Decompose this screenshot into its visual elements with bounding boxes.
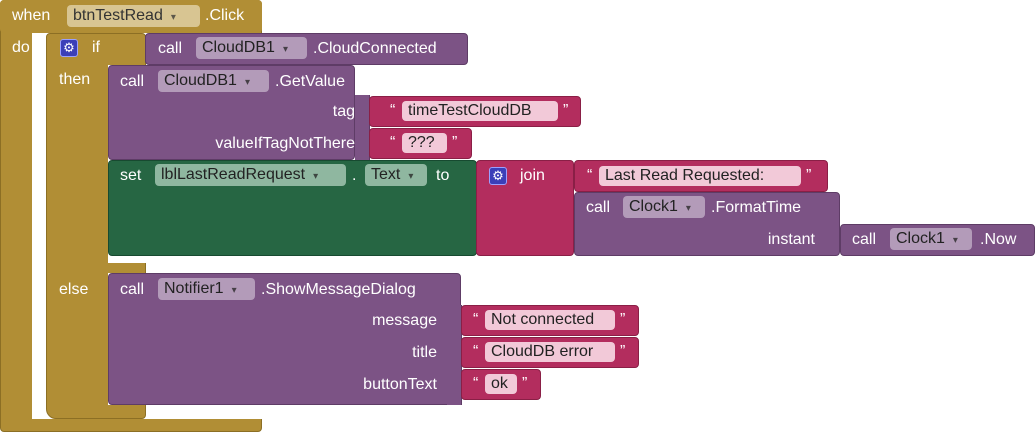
chevron-down-icon: ▾ (685, 203, 691, 214)
chevron-down-icon: ▾ (282, 44, 288, 55)
when-label: when (12, 7, 51, 24)
mutator-gear-icon[interactable]: ⚙ (489, 167, 507, 185)
open-quote-icon: “ (473, 375, 479, 392)
default-socket-label: valueIfTagNotThere (215, 135, 355, 152)
else-label: else (59, 281, 89, 298)
close-quote-icon: ” (806, 167, 812, 184)
to-label: to (436, 167, 450, 184)
show-message-dialog-method: .ShowMessageDialog (261, 281, 416, 298)
close-quote-icon: ” (452, 134, 458, 151)
component-dropdown-clock1[interactable]: Clock1▾ (890, 228, 972, 250)
instant-socket-label: instant (767, 231, 815, 248)
get-value-method: .GetValue (275, 73, 345, 90)
format-time-method: .FormatTime (711, 199, 802, 216)
if-label: if (92, 39, 100, 56)
open-quote-icon: “ (587, 167, 593, 184)
call-label: call (120, 281, 145, 298)
component-dropdown-clouddb1[interactable]: CloudDB1▾ (196, 37, 307, 59)
chevron-down-icon: ▾ (313, 171, 319, 182)
join-text-field[interactable]: Last Read Requested: (599, 166, 801, 186)
close-quote-icon: ” (620, 343, 626, 360)
call-label: call (120, 73, 145, 90)
close-quote-icon: ” (620, 311, 626, 328)
do-label: do (12, 39, 30, 56)
set-label: set (120, 167, 142, 184)
call-label: call (586, 199, 611, 216)
format-time-call-block[interactable] (574, 192, 840, 256)
title-text-field[interactable]: CloudDB error (485, 342, 615, 362)
button-text-field[interactable]: ok (485, 374, 517, 394)
button-text-socket-label: buttonText (363, 376, 437, 393)
component-dropdown-notifier1[interactable]: Notifier1▾ (158, 278, 255, 300)
open-quote-icon: “ (473, 311, 479, 328)
call-label: call (852, 231, 877, 248)
open-quote-icon: “ (390, 102, 396, 119)
open-quote-icon: “ (473, 343, 479, 360)
call-label: call (158, 40, 183, 57)
chevron-down-icon: ▾ (244, 77, 250, 88)
then-label: then (59, 71, 91, 88)
chevron-down-icon: ▾ (408, 171, 414, 182)
default-text-field[interactable]: ??? (402, 133, 447, 153)
open-quote-icon: “ (390, 134, 396, 151)
component-dropdown-clouddb1[interactable]: CloudDB1▾ (158, 70, 269, 92)
chevron-down-icon: ▾ (170, 12, 176, 23)
close-quote-icon: ” (522, 375, 528, 392)
message-socket-label: message (372, 312, 437, 329)
mutator-gear-icon[interactable]: ⚙ (60, 39, 78, 57)
join-label: join (520, 167, 545, 184)
component-dropdown-btnTestRead[interactable]: btnTestRead▾ (67, 5, 200, 27)
chevron-down-icon: ▾ (231, 285, 237, 296)
component-dropdown-lbllastreadrequest[interactable]: lblLastReadRequest▾ (155, 164, 346, 186)
property-dropdown-text[interactable]: Text▾ (365, 164, 427, 186)
get-value-socket-bar (355, 95, 370, 160)
event-name-label: .Click (205, 7, 245, 24)
tag-socket-label: tag (332, 103, 355, 120)
now-method: .Now (980, 231, 1017, 248)
chevron-down-icon: ▾ (952, 235, 958, 246)
message-text-field[interactable]: Not connected (485, 310, 615, 330)
dot-label: . (352, 167, 357, 184)
title-socket-label: title (412, 344, 437, 361)
join-block[interactable] (476, 160, 574, 256)
notifier-socket-bar (447, 305, 462, 405)
tag-text-field[interactable]: timeTestCloudDB (402, 101, 558, 121)
cloud-connected-method: .CloudConnected (313, 40, 437, 57)
close-quote-icon: ” (563, 102, 569, 119)
component-dropdown-clock1[interactable]: Clock1▾ (623, 196, 705, 218)
